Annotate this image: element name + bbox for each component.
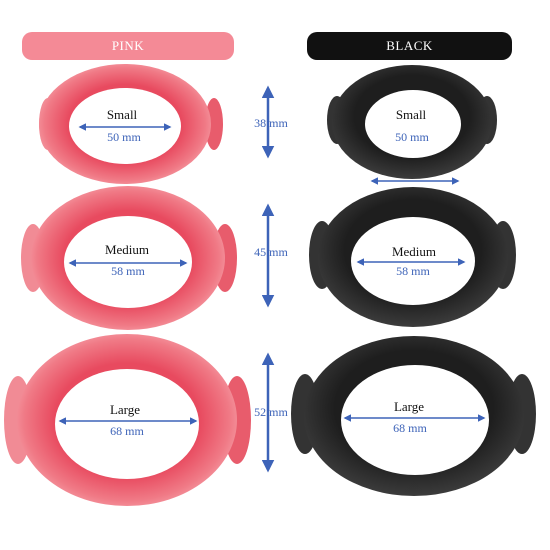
- pink-large-opening: 68 mm: [110, 424, 144, 438]
- pink-header: PINK: [22, 32, 234, 60]
- medium-height-label: 45 mm: [254, 245, 288, 259]
- black-large-opening: 68 mm: [393, 421, 427, 435]
- pink-small-opening: 50 mm: [107, 130, 141, 144]
- black-medium-opening: 58 mm: [396, 264, 430, 278]
- pink-medium-label: Medium: [104, 242, 150, 257]
- pink-small-label: Small: [106, 107, 138, 122]
- black-large-label: Large: [393, 399, 425, 414]
- black-ring-small: [327, 65, 497, 179]
- pink-large-label: Large: [109, 402, 141, 417]
- black-medium-label: Medium: [391, 244, 437, 259]
- pink-ring-medium: [21, 186, 237, 330]
- black-header: BLACK: [307, 32, 512, 60]
- pink-medium-opening: 58 mm: [111, 264, 145, 278]
- large-height-label: 52 mm: [254, 405, 288, 419]
- pink-ring-small: [39, 64, 223, 184]
- small-height-label: 38 mm: [254, 116, 288, 130]
- black-small-opening: 50 mm: [395, 130, 429, 144]
- pink-ring-large: [4, 334, 251, 506]
- black-ring-large: [291, 336, 536, 496]
- black-small-label: Small: [395, 107, 427, 122]
